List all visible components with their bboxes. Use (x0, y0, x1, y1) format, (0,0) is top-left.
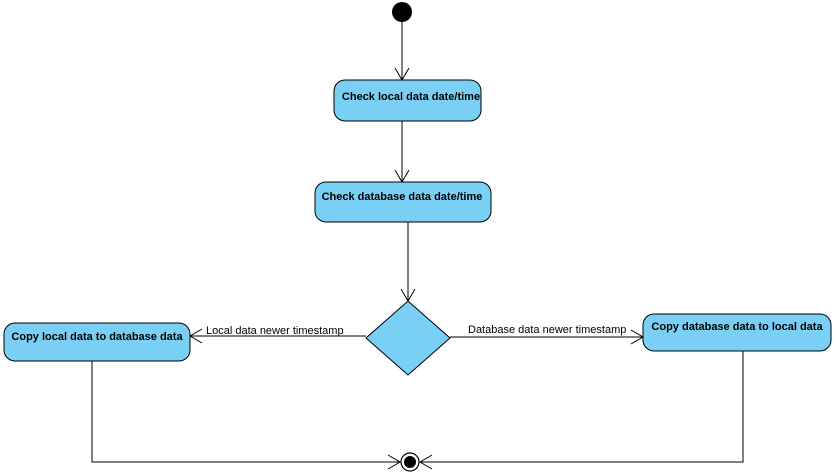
flow-check-local-to-check-database (394, 121, 410, 183)
action-check-local-label: Check local data date/time (342, 91, 480, 103)
flow-decision-to-copy-database: Database data newer timestamp (450, 324, 644, 345)
action-copy-database-to-local[interactable]: Copy database data to local data (642, 313, 832, 352)
action-copy-local-to-database-label: Copy local data to database data (11, 331, 183, 343)
action-check-database-label: Check database data date/time (322, 191, 483, 203)
initial-node (392, 2, 412, 22)
flow-initial-to-check-local (394, 22, 410, 81)
action-copy-local-to-database[interactable]: Copy local data to database data (3, 322, 191, 362)
flow-copy-database-to-final (419, 351, 744, 470)
action-check-database[interactable]: Check database data date/time (314, 181, 492, 223)
decision-node[interactable] (365, 300, 451, 376)
flow-decision-to-copy-local: Local data newer timestamp (189, 325, 366, 344)
action-check-local[interactable]: Check local data date/time (333, 79, 482, 122)
flow-copy-local-to-final (91, 361, 401, 470)
final-node (400, 452, 420, 472)
action-copy-database-to-local-label: Copy database data to local data (651, 321, 823, 333)
guard-local-newer: Local data newer timestamp (206, 325, 344, 337)
guard-database-newer: Database data newer timestamp (468, 324, 626, 336)
flow-check-database-to-decision (400, 222, 416, 302)
